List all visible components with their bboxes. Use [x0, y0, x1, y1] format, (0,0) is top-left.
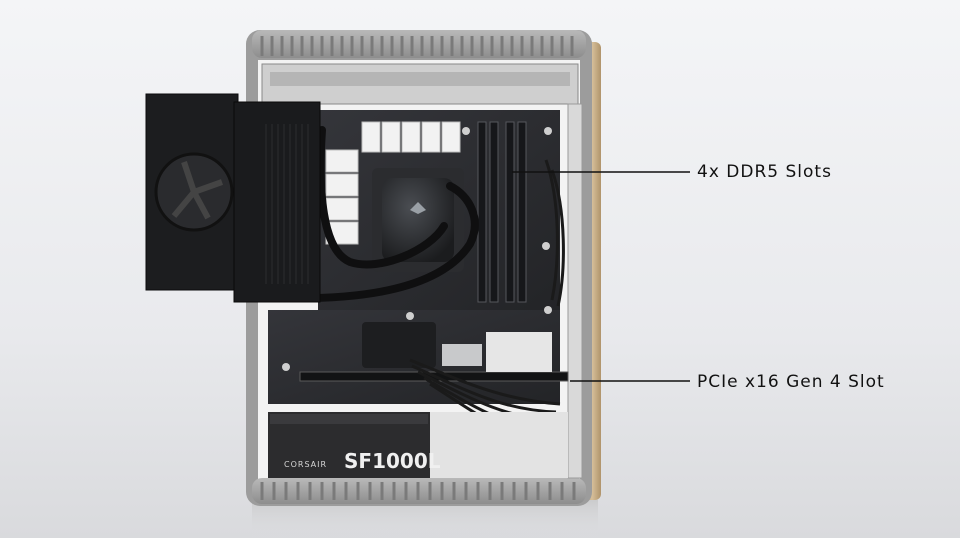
psu-brand: CORSAIR [284, 460, 327, 469]
floor-reflection [252, 500, 598, 538]
top-heatsink-fins [252, 30, 586, 58]
ddr5-slots-label: 4x DDR5 Slots [697, 162, 832, 182]
motherboard [268, 110, 569, 404]
pcie-slot-label: PCIe x16 Gen 4 Slot [697, 372, 885, 392]
ddr5-slots [477, 121, 527, 303]
radiator-fan-assembly [145, 93, 321, 303]
aio-tubes [276, 126, 479, 303]
power-supply: CORSAIR SF1000L [268, 412, 568, 478]
bottom-heatsink-fins [252, 478, 586, 504]
callout-lines [512, 171, 690, 382]
psu-model: SF1000L [344, 449, 441, 473]
